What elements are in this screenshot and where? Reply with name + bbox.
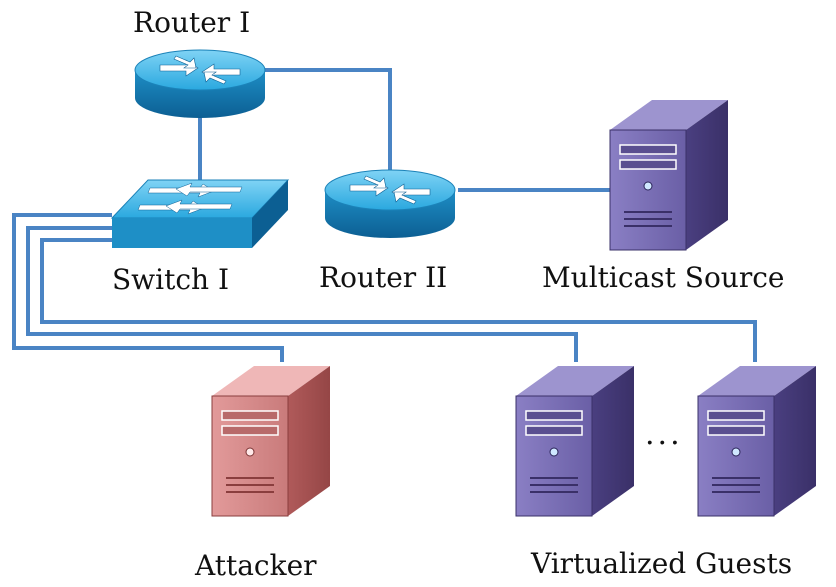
virtualized-guests-label: Virtualized Guests bbox=[531, 547, 793, 580]
link-switch1-attacker bbox=[12, 213, 284, 362]
router-1-label: Router I bbox=[133, 6, 251, 39]
multicast-source-server-icon bbox=[609, 99, 729, 251]
guests-ellipsis: ... bbox=[645, 417, 683, 452]
attacker-server-icon bbox=[211, 365, 331, 517]
router-2-label: Router II bbox=[319, 261, 448, 294]
attacker-label: Attacker bbox=[195, 549, 317, 582]
guest-server-1-icon bbox=[515, 365, 635, 517]
link-switch1-guest1 bbox=[26, 226, 578, 362]
link-router1-router2 bbox=[265, 68, 392, 170]
link-switch1-guest2 bbox=[40, 238, 757, 362]
switch-1-icon bbox=[110, 179, 290, 248]
router-1-icon bbox=[134, 49, 266, 119]
multicast-source-label: Multicast Source bbox=[542, 261, 785, 294]
switch-1-label: Switch I bbox=[112, 263, 230, 296]
router-2-icon bbox=[324, 169, 456, 239]
guest-server-2-icon bbox=[697, 365, 817, 517]
network-links bbox=[12, 68, 757, 362]
